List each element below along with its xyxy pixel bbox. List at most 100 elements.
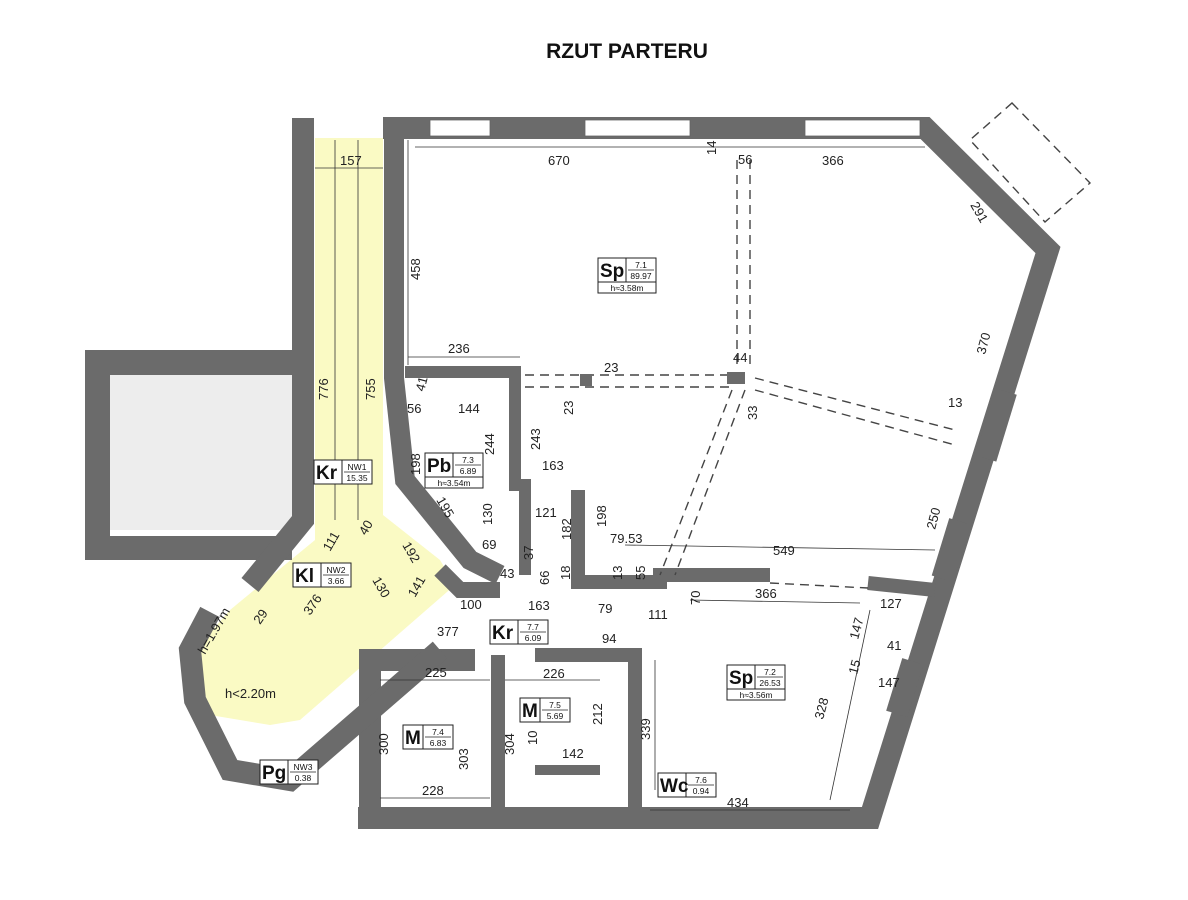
room-code: Kl — [295, 566, 314, 587]
room-height: h≈3.58m — [610, 283, 643, 293]
dimension-label: 198 — [408, 453, 423, 475]
dimension-label: 37 — [521, 546, 536, 560]
dimension-label: 304 — [502, 733, 517, 755]
dimension-label: 56 — [407, 401, 421, 416]
room-code: M — [405, 728, 421, 749]
dimension-label: 198 — [594, 505, 609, 527]
dimension-label: 79 — [598, 601, 612, 616]
dimension-label: 236 — [448, 341, 470, 356]
dimension-label: 339 — [638, 718, 653, 740]
dimension-label: 56 — [738, 152, 752, 167]
room-area: 6.09 — [525, 633, 542, 643]
room-code: Pb — [427, 456, 451, 477]
dimension-label: 130 — [480, 503, 495, 525]
dimension-label: 70 — [688, 591, 703, 605]
room-number: NW1 — [348, 462, 367, 472]
dimension-label: 41 — [887, 638, 901, 653]
room-number: 7.5 — [549, 700, 561, 710]
room-area: 0.38 — [295, 773, 312, 783]
dimension-label: 94 — [602, 631, 616, 646]
room-number: 7.1 — [635, 260, 647, 270]
corridor-fill — [315, 138, 383, 523]
room-area: 6.83 — [430, 738, 447, 748]
dimension-label: 142 — [562, 746, 584, 761]
dimension-label: 18 — [558, 566, 573, 580]
dimension-label: 147 — [878, 675, 900, 690]
walls — [85, 117, 1061, 829]
dimension-label: 121 — [535, 505, 557, 520]
dimension-label: 300 — [376, 733, 391, 755]
dimension-label: 776 — [316, 378, 331, 400]
dimension-label: 226 — [543, 666, 565, 681]
dimension-label: 366 — [822, 153, 844, 168]
dimension-label: 370 — [973, 331, 993, 356]
dimension-label: 755 — [363, 378, 378, 400]
room-area: 3.66 — [328, 576, 345, 586]
room-height-frame — [597, 281, 657, 294]
room-code: Wc — [660, 776, 689, 797]
room-height: h≈3.54m — [437, 478, 470, 488]
dimension-label: 144 — [458, 401, 480, 416]
dimension-label: 41 — [412, 375, 430, 393]
room-tag: Wc 7.60.94 — [657, 772, 717, 798]
dimension-label: 243 — [528, 428, 543, 450]
room-area: 26.53 — [759, 678, 781, 688]
dimension-lines — [315, 140, 936, 811]
dimension-label: 212 — [590, 703, 605, 725]
dimension-label: 163 — [542, 458, 564, 473]
room-area: 0.94 — [693, 786, 710, 796]
room-number: 7.7 — [527, 622, 539, 632]
dimension-label: 10 — [525, 731, 540, 745]
room-code: Kr — [316, 463, 338, 484]
dimension-label: 228 — [422, 783, 444, 798]
drawing-title: RZUT PARTERU — [546, 40, 708, 63]
dimension-label: 147 — [846, 616, 866, 641]
dimension-label: 303 — [456, 748, 471, 770]
room-code: Pg — [262, 763, 286, 784]
room-height: h≈3.56m — [739, 690, 772, 700]
dimension-label: 13 — [610, 566, 625, 580]
room-number: 7.6 — [695, 775, 707, 785]
dimension-label: 366 — [755, 586, 777, 601]
dimension-label: 23 — [561, 401, 576, 415]
dimension-label: 328 — [811, 696, 831, 721]
void-area — [110, 375, 292, 530]
beam-lines — [525, 102, 1092, 589]
room-number: 7.2 — [764, 667, 776, 677]
room-height-frame — [424, 476, 484, 489]
dimension-label: 40 — [356, 517, 376, 537]
room-code: M — [522, 701, 538, 722]
dimension-label: 377 — [437, 624, 459, 639]
room-number: NW2 — [327, 565, 346, 575]
dimension-label: 29 — [250, 606, 271, 626]
room-tag: Kr 7.76.09 — [489, 619, 549, 645]
room-number: 7.3 — [462, 455, 474, 465]
dimension-label: 33 — [745, 406, 760, 420]
room-code: Sp — [600, 261, 624, 282]
room-height-frame — [726, 688, 786, 701]
dimension-label: 15 — [845, 658, 863, 676]
dimension-label: 458 — [408, 258, 423, 280]
dimension-label: 43 — [500, 566, 514, 581]
dimension-label: 250 — [923, 506, 943, 531]
dimension-label: 100 — [460, 597, 482, 612]
room-tag: M 7.46.83 — [402, 724, 454, 750]
dimension-label: 44 — [733, 350, 747, 365]
room-number: NW3 — [294, 762, 313, 772]
dimension-label: 127 — [880, 596, 902, 611]
room-number: 7.4 — [432, 727, 444, 737]
dimension-label: 55 — [633, 566, 648, 580]
room-code: Kr — [492, 623, 514, 644]
dimension-label: 670 — [548, 153, 570, 168]
dimension-label: 14 — [704, 141, 719, 155]
dimension-label: 66 — [537, 571, 552, 585]
